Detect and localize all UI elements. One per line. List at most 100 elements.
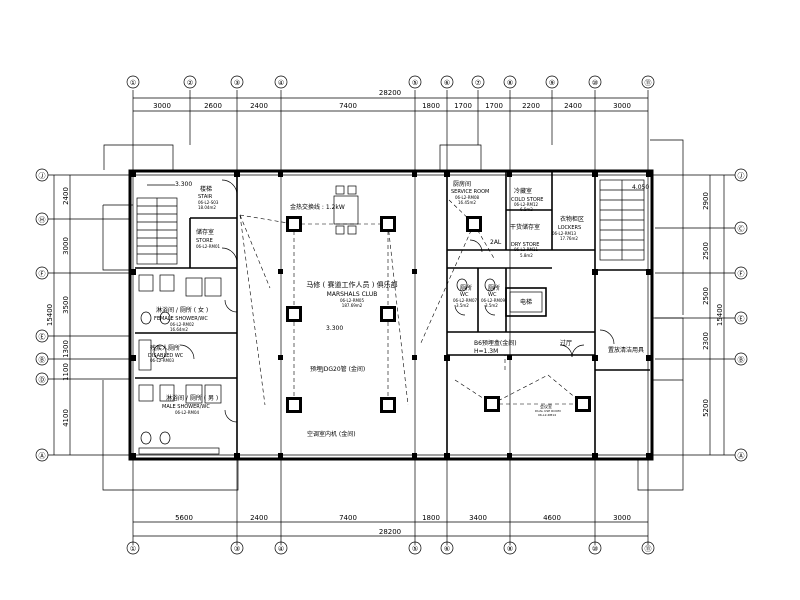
wc2-en: WC <box>488 292 497 298</box>
dim-bottom-6: 4600 <box>543 514 561 522</box>
dry-store-cn: 干货储存室 <box>510 223 540 231</box>
axis-bubble-top-10 <box>588 75 602 89</box>
dim-left-5: 1100 <box>62 363 70 381</box>
axis-bubble-right-6 <box>734 448 748 462</box>
bottom-total-dimension: 28200 <box>379 528 401 536</box>
ac-indoor-units <box>286 216 591 413</box>
axis-bubble-left-4 <box>35 329 49 343</box>
room-labels: 3.300 楼梯 STAIR 06-L2-S03 18.04m2 储存室 STO… <box>148 180 649 438</box>
axis-label: Ⓓ <box>39 376 46 384</box>
axis-bubble-top-8 <box>503 75 517 89</box>
disabled-en: DISABLED WC <box>148 353 184 359</box>
panel-box-note: B6预埋盒(金间) <box>474 339 517 347</box>
stair-right <box>599 179 645 261</box>
stair-left-elevation: 3.300 <box>175 181 192 188</box>
cleaning-equip-label: 置放清洁用具 <box>608 346 644 354</box>
dry-store-code: 06-L2-RM11 <box>514 247 539 252</box>
axis-bubble-top-11 <box>641 75 655 89</box>
cold-store-en: COLD STORE <box>511 197 543 203</box>
axis-label: Ⓑ <box>738 356 745 364</box>
dim-left-1: 2400 <box>62 187 70 205</box>
axis-label: ② <box>187 79 193 87</box>
axis-bubble-bottom-3 <box>274 541 288 555</box>
dry-store-area: 5.8m2 <box>520 253 533 258</box>
axis-label: Ⓔ <box>39 333 46 341</box>
dual-use-code: 06-L2-RM14 <box>538 413 556 417</box>
axis-label: ① <box>130 545 136 553</box>
wc1-area: 3.5m2 <box>456 303 469 308</box>
male-code: 06-L2-RM04 <box>175 410 200 415</box>
dim-right-3: 2500 <box>702 287 710 305</box>
service-area: 16.45m2 <box>458 200 476 205</box>
main-hall-cn: 马修 ( 赛道工作人员 ) 俱乐部 <box>306 280 397 289</box>
axis-label: Ⓐ <box>738 452 745 460</box>
wc1-code: 06-L2-RM07 <box>453 298 478 303</box>
female-cn: 淋浴间 / 厕所 ( 女 ) <box>156 306 208 314</box>
dim-top-5: 1800 <box>422 102 440 110</box>
dim-top-9: 2400 <box>564 102 582 110</box>
axis-label: ⑪ <box>645 79 652 87</box>
main-hall-area: 187.69m2 <box>342 303 363 308</box>
row-axis-lines <box>48 174 735 456</box>
dim-left-2: 3000 <box>62 237 70 255</box>
dim-bottom-5: 3400 <box>469 514 487 522</box>
axis-bubble-top-4 <box>274 75 288 89</box>
axis-label: Ⓑ <box>39 356 46 364</box>
disabled-code: 06-L2-RM03 <box>150 358 175 363</box>
wc2-area: 3.5m2 <box>485 303 498 308</box>
stair-left-area: 18.04m2 <box>198 205 216 210</box>
axis-label: ⑦ <box>475 79 481 87</box>
axis-label: ③ <box>234 545 240 553</box>
axis-label: ⑥ <box>444 79 450 87</box>
dim-bottom-2: 2400 <box>250 514 268 522</box>
exterior-wall <box>128 169 654 461</box>
dim-bottom-1: 5600 <box>175 514 193 522</box>
store-en: STORE <box>196 238 213 244</box>
axis-bubble-left-5 <box>35 352 49 366</box>
axis-label: Ⓒ <box>738 225 745 233</box>
axis-bubble-right-5 <box>734 352 748 366</box>
dim-top-10: 3000 <box>613 102 631 110</box>
wc1-en: WC <box>460 292 469 298</box>
axis-label: Ⓐ <box>39 452 46 460</box>
dual-use-cn: 会议室 <box>540 403 552 409</box>
axis-label: Ⓙ <box>39 172 46 180</box>
dim-right-5: 5200 <box>702 399 710 417</box>
bottom-axis-bubbles: ① ③ ④ ⑤ ⑥ ⑧ ⑩ ⑪ <box>126 541 655 555</box>
axis-bubble-left-7 <box>35 448 49 462</box>
axis-bubble-bottom-1 <box>126 541 140 555</box>
axis-bubble-left-6 <box>35 372 49 386</box>
main-hall-en: MARSHALS CLUB <box>327 291 378 298</box>
dim-top-7: 1700 <box>485 102 503 110</box>
axis-label: ① <box>130 79 136 87</box>
male-cn: 淋浴间 / 厕所 ( 男 ) <box>166 394 218 402</box>
right-dimension-chain: 15400 2900 2500 2500 2300 5200 <box>702 175 725 455</box>
dim-bottom-3: 7400 <box>339 514 357 522</box>
dual-use-en: DUAL USE ROOM <box>535 409 561 413</box>
male-en: MALE SHOWER/WC <box>162 404 210 410</box>
axis-label: ⑧ <box>507 545 513 553</box>
wc2-code: 06-L2-RM09 <box>481 298 506 303</box>
axis-bubble-right-4 <box>734 311 748 325</box>
stair-left-name: 楼梯 <box>200 185 212 193</box>
left-total-dimension: 15400 <box>46 304 54 326</box>
axis-bubble-bottom-8 <box>641 541 655 555</box>
top-total-dimension: 28200 <box>379 89 401 97</box>
axis-bubble-top-2 <box>183 75 197 89</box>
cold-store-cn: 冷藏室 <box>514 187 532 195</box>
dim-top-3: 2400 <box>250 102 268 110</box>
axis-bubble-bottom-7 <box>588 541 602 555</box>
store-code: 06-L2-RM01 <box>196 244 221 249</box>
wc1-cn: 厕所 <box>460 284 472 292</box>
axis-label: ⑧ <box>507 79 513 87</box>
axis-bubble-right-1 <box>734 168 748 182</box>
lift-shaft <box>505 287 547 317</box>
axis-bubble-top-7 <box>471 75 485 89</box>
top-dimension-chain: 28200 3000 2600 2400 7400 1800 1700 1700… <box>133 89 648 112</box>
axis-bubble-top-3 <box>230 75 244 89</box>
left-axis-bubbles: Ⓙ Ⓗ Ⓕ Ⓔ Ⓑ Ⓓ Ⓐ <box>35 168 49 462</box>
axis-bubble-right-3 <box>734 266 748 280</box>
axis-label: ⑤ <box>412 79 418 87</box>
female-code: 06-L2-RM02 <box>170 322 195 327</box>
axis-bubble-bottom-4 <box>408 541 422 555</box>
